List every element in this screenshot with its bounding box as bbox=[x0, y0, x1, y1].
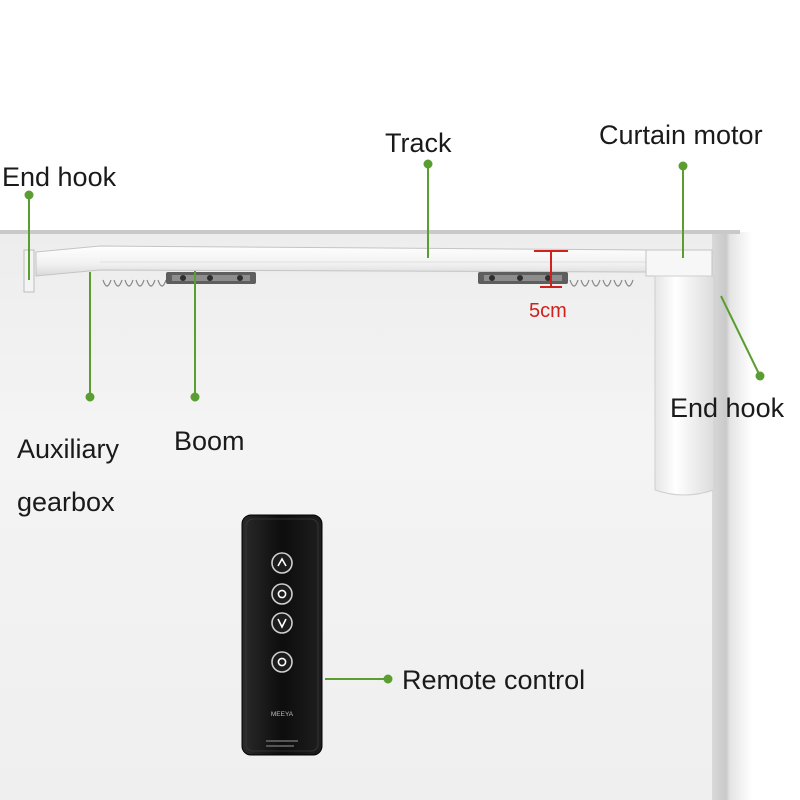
remote-fine-print-2 bbox=[266, 745, 294, 747]
label-dimension: 5cm bbox=[529, 300, 567, 322]
remote-button-mode bbox=[271, 651, 293, 673]
leader-lines bbox=[24, 159, 765, 684]
remote-button-down bbox=[271, 612, 293, 634]
label-boom: Boom bbox=[174, 426, 245, 456]
leader-end-hook-right bbox=[720, 295, 761, 377]
label-curtain-motor: Curtain motor bbox=[599, 120, 763, 150]
boom-bracket-right bbox=[478, 272, 568, 284]
label-end-hook-right: End hook bbox=[670, 393, 785, 423]
remote-button-up bbox=[271, 552, 293, 574]
label-gearbox: gearbox bbox=[17, 487, 115, 517]
label-auxiliary: Auxiliary bbox=[17, 434, 120, 464]
remote-brand-text: MEEYA bbox=[271, 711, 294, 718]
boom-bracket-left bbox=[166, 272, 256, 284]
curtain-hooks-left bbox=[102, 279, 167, 287]
label-track: Track bbox=[385, 128, 452, 158]
leader-dot-track bbox=[423, 159, 433, 169]
dimension-marker bbox=[534, 250, 568, 288]
label-remote-control: Remote control bbox=[402, 665, 586, 695]
leader-dot-end-hook-right bbox=[755, 371, 765, 381]
curtain-hooks-right bbox=[569, 279, 634, 287]
label-end-hook-left: End hook bbox=[2, 162, 117, 192]
leader-dot-remote bbox=[383, 674, 393, 684]
leader-dot-end-hook-left bbox=[24, 190, 34, 200]
side-wall bbox=[712, 232, 800, 800]
remote-control-device: MEEYA bbox=[241, 514, 323, 756]
remote-button-pause bbox=[271, 583, 293, 605]
leader-dot-motor bbox=[678, 161, 688, 171]
leader-dot-auxiliary bbox=[85, 392, 95, 402]
wall-edge bbox=[0, 230, 740, 234]
remote-fine-print bbox=[266, 740, 298, 742]
ceiling-wall bbox=[0, 232, 728, 800]
curtain-motor-part bbox=[645, 249, 715, 496]
leader-dot-boom bbox=[190, 392, 200, 402]
